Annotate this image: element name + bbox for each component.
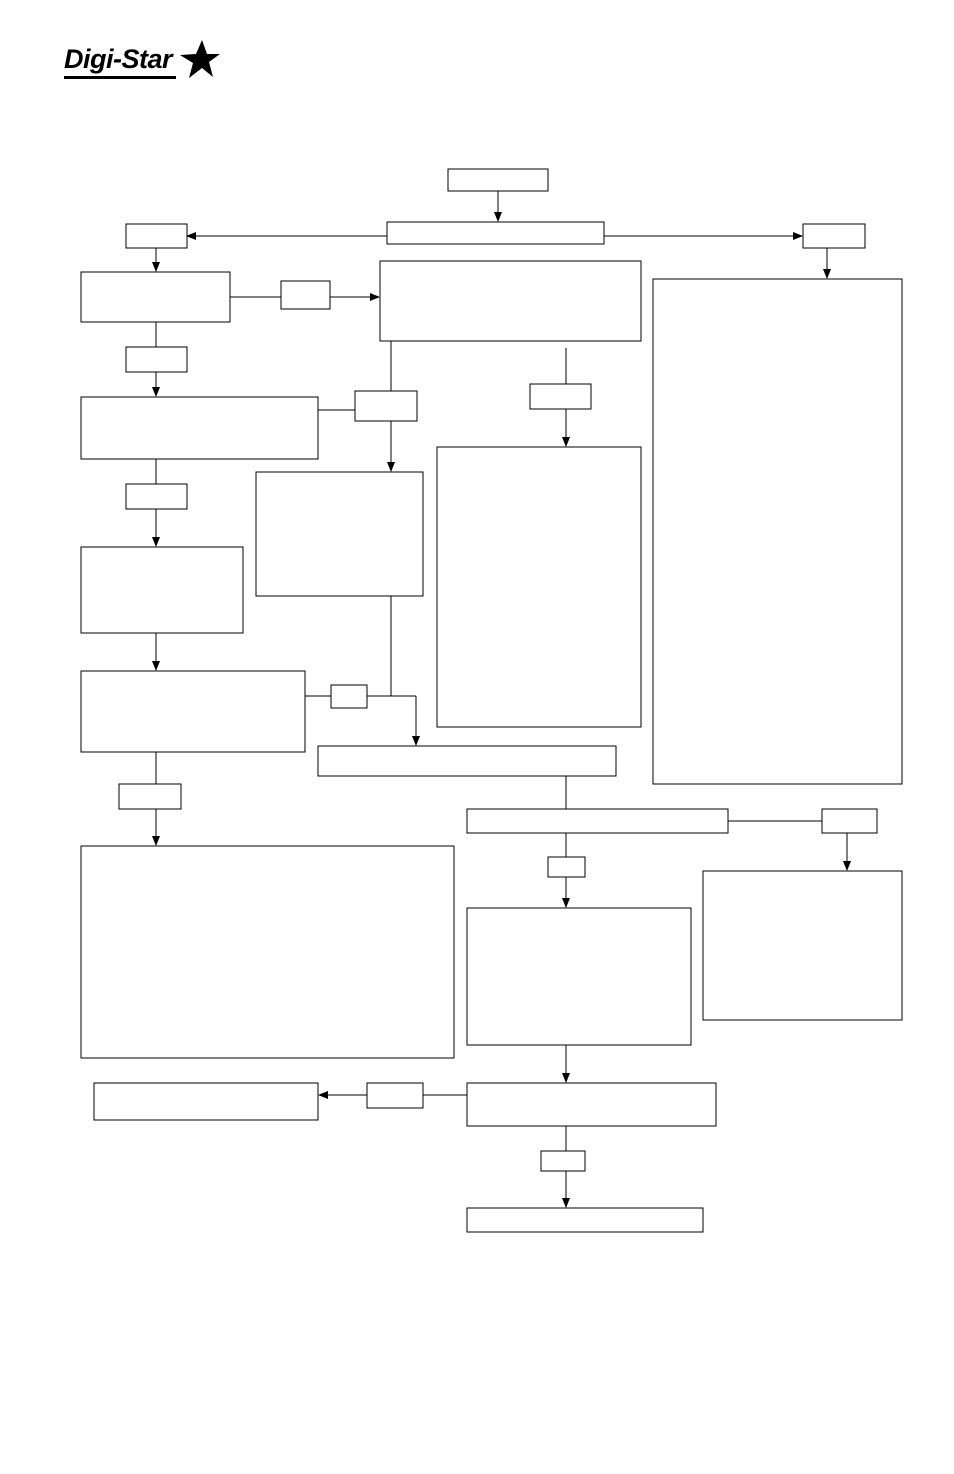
flow-label-a3 bbox=[125, 483, 188, 510]
flow-box-d3 bbox=[702, 870, 903, 1021]
flow-box-merge bbox=[317, 745, 617, 777]
flow-label-c1 bbox=[529, 383, 592, 410]
flow-label-right bbox=[802, 223, 866, 249]
digi-star-logo: Digi-Star bbox=[60, 36, 230, 86]
flow-box-d1 bbox=[466, 808, 729, 834]
logo-text: Digi-Star bbox=[64, 44, 173, 74]
flow-box-a4 bbox=[80, 670, 306, 753]
flow-box-e1 bbox=[93, 1082, 319, 1121]
flow-label-d2 bbox=[547, 856, 586, 878]
flow-box-a1 bbox=[80, 271, 231, 323]
flow-box-right-tall bbox=[652, 278, 903, 785]
flow-box-d2 bbox=[466, 907, 692, 1046]
flow-label-d4 bbox=[540, 1150, 586, 1172]
flow-box-end bbox=[466, 1207, 704, 1233]
flow-label-a1 bbox=[280, 280, 331, 310]
flow-box-a5 bbox=[80, 845, 455, 1059]
flow-box-b2 bbox=[255, 471, 424, 597]
flow-label-a2 bbox=[125, 346, 188, 373]
flow-box-start bbox=[447, 168, 549, 192]
flow-label-b2 bbox=[354, 390, 418, 422]
flow-box-d4 bbox=[466, 1082, 717, 1127]
flow-box-c1 bbox=[436, 446, 642, 728]
flow-box-a3 bbox=[80, 546, 244, 634]
flow-label-a5 bbox=[118, 783, 182, 810]
flow-label-e1 bbox=[366, 1082, 424, 1109]
flow-box-main bbox=[386, 221, 605, 245]
star-icon bbox=[180, 40, 220, 78]
flow-box-b1 bbox=[379, 260, 642, 342]
flow-label-a4 bbox=[330, 684, 368, 709]
flow-label-left bbox=[125, 223, 188, 249]
logo-underline bbox=[64, 76, 176, 79]
flow-label-d1 bbox=[821, 808, 878, 834]
flow-box-a2 bbox=[80, 396, 319, 460]
